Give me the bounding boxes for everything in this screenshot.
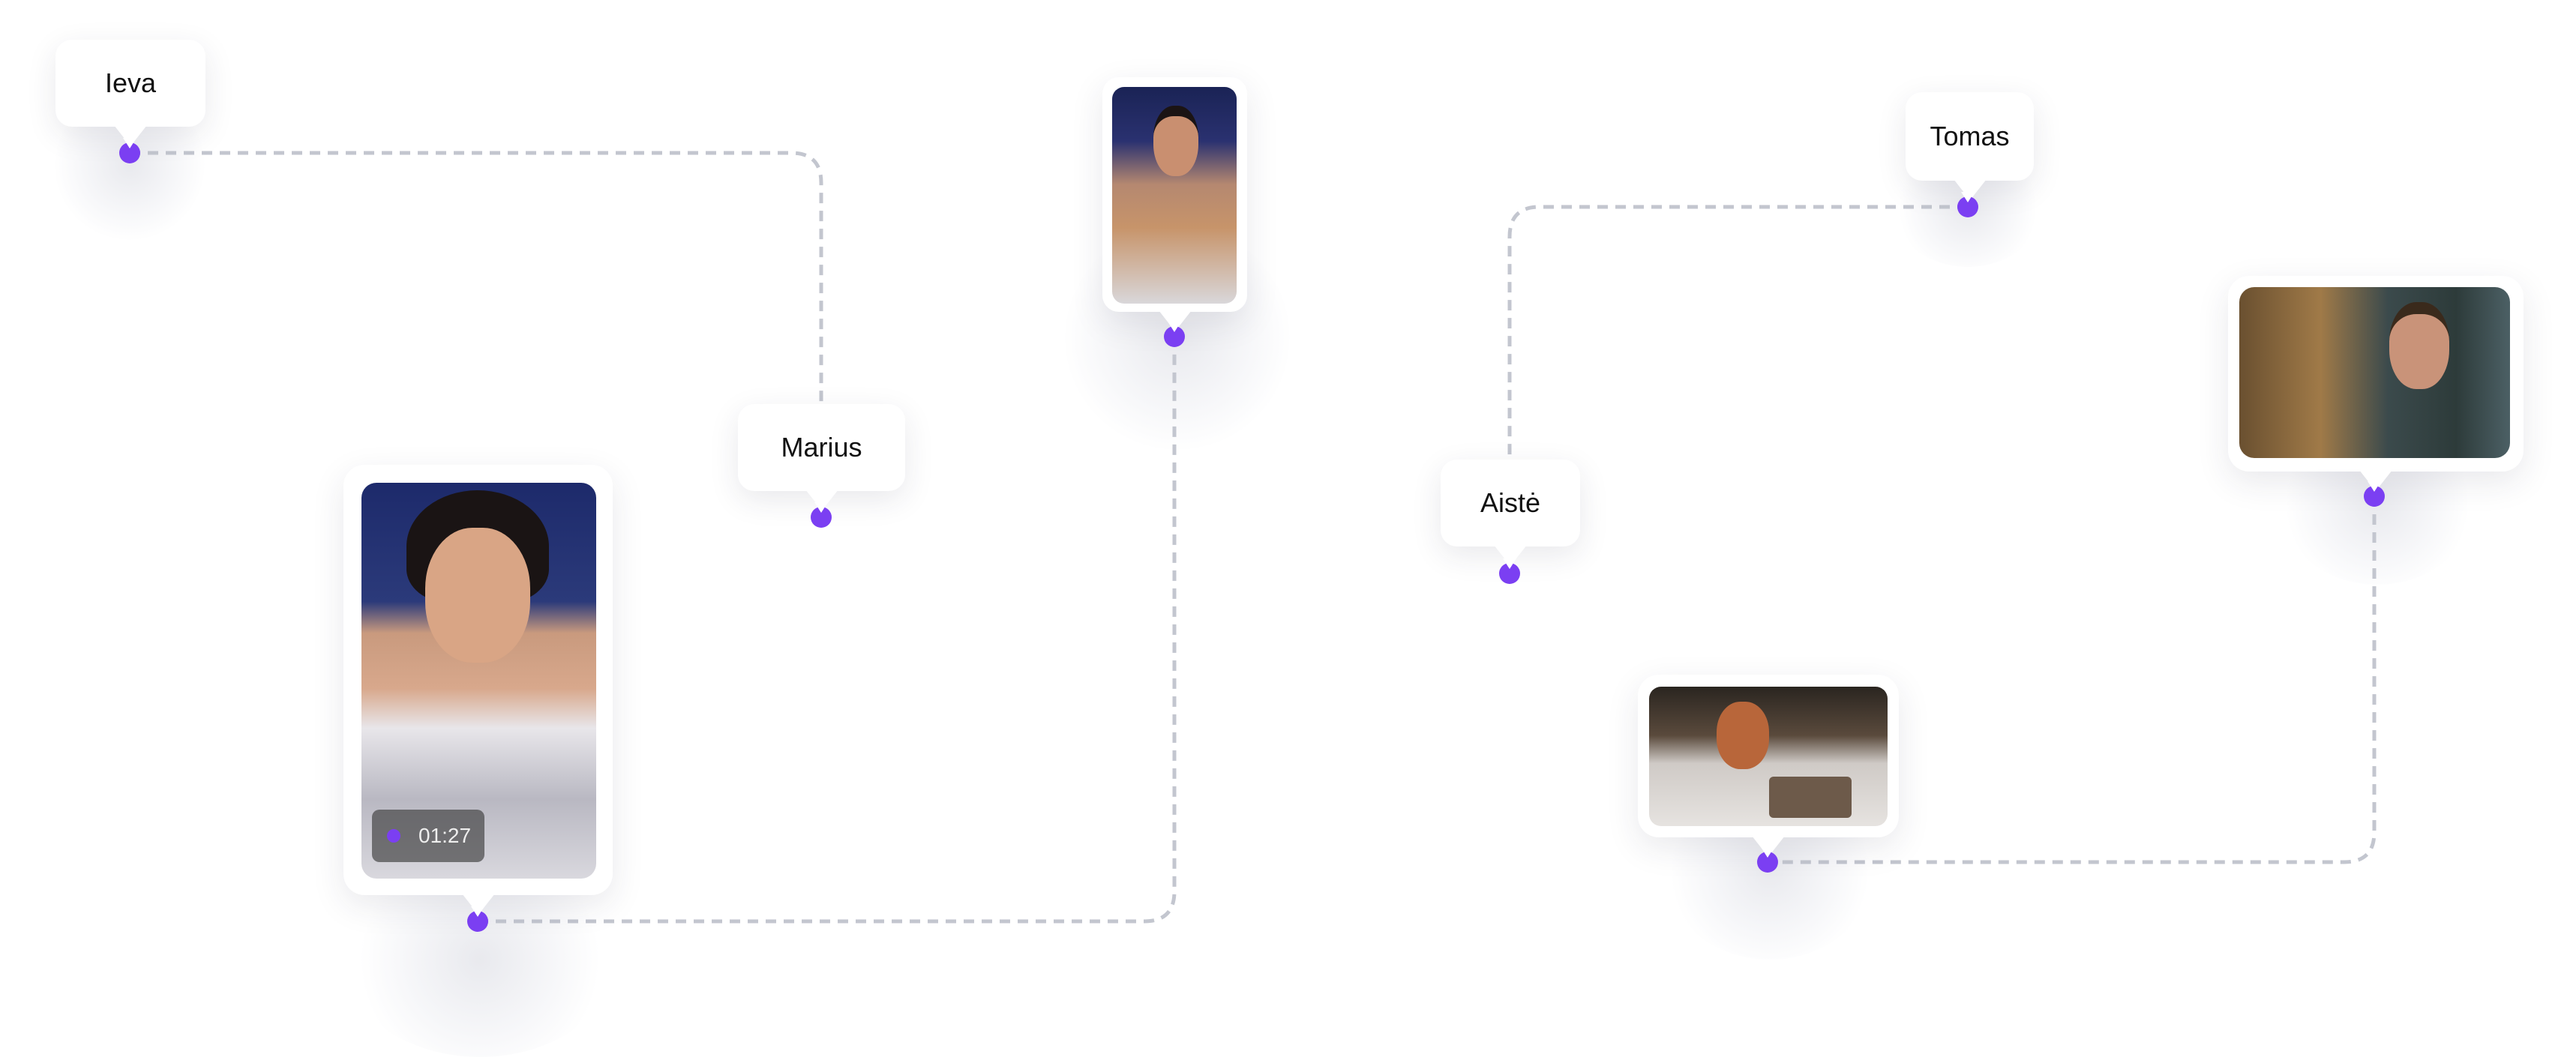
man-phone-photo [2239,287,2510,458]
person [1717,702,1769,769]
name-label: Tomas [1930,121,2010,151]
connector-video-phone [478,337,1177,924]
location-pin-icon[interactable] [467,911,488,932]
phone-selfie-card[interactable] [1102,77,1247,312]
man-phone-card[interactable] [2228,276,2524,472]
location-pin-icon[interactable] [2364,486,2385,507]
laptop-card[interactable] [1638,675,1899,837]
location-pin-icon[interactable] [1164,326,1185,347]
location-pin-icon[interactable] [119,142,140,163]
face [425,528,530,663]
connector-ieva-marius [130,151,823,405]
name-tag-marius[interactable]: Marius [738,404,905,491]
video-call-card[interactable]: 01:27 [343,465,613,895]
laptop-photo [1649,687,1888,826]
phone-selfie-photo [1112,87,1237,304]
location-pin-icon[interactable] [811,507,832,528]
location-pin-icon[interactable] [1499,563,1520,584]
name-label: Ieva [104,67,157,98]
face [1153,106,1198,176]
name-label: Marius [781,432,862,463]
video-call-photo: 01:27 [361,483,596,879]
laptop [1769,777,1852,818]
name-label: Aistė [1480,487,1541,518]
location-pin-icon[interactable] [1957,196,1978,217]
connector-man-laptop [1768,496,2377,864]
connector-tomas-aiste [1507,205,1968,461]
recording-timer: 01:27 [372,810,484,862]
location-pin-icon[interactable] [1757,852,1778,873]
name-tag-tomas[interactable]: Tomas [1906,92,2034,181]
name-tag-aiste[interactable]: Aistė [1441,460,1580,546]
name-tag-ieva[interactable]: Ieva [55,40,205,127]
recording-dot-icon [387,829,400,843]
face [2389,302,2449,389]
timer-text: 01:27 [418,824,472,847]
